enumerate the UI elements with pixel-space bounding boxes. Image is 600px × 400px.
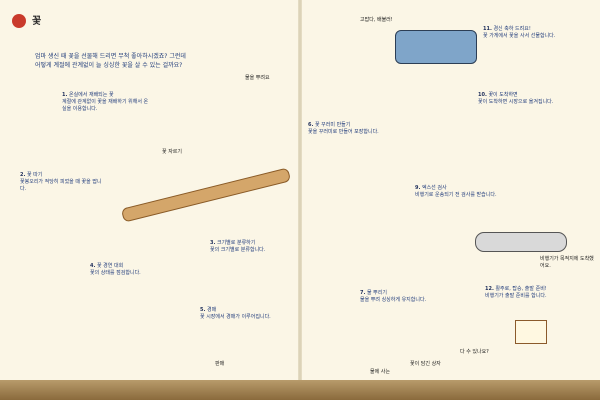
step-number: 2. (20, 172, 26, 178)
step-text: 꽃의 크기별로 분류합니다. (210, 247, 266, 253)
flower-box (515, 320, 547, 344)
step-text: 비행기가 출발 준비를 합니다. (485, 293, 547, 299)
step-label: 크기별로 분류하기 (216, 240, 256, 246)
boxes-label: 꽃이 담긴 상자 (410, 361, 441, 367)
step-label: 경매 (206, 307, 217, 313)
step-label: 꽃이 도착하면 (488, 92, 518, 98)
airplane-note: 비행기가 목적지에 도착했어요. (540, 256, 594, 269)
ground-label: 물에 사는 (370, 369, 390, 375)
step-text: 꽃을 꾸러미로 만들어 포장합니다. (308, 129, 379, 135)
step-number: 5. (200, 307, 206, 313)
hurry-label: 고맙다, 배불러! (360, 17, 393, 23)
step-text: 계절에 관계없이 꽃을 재배하기 위해서 온실을 이용합니다. (62, 99, 149, 112)
cut-label: 꽃 자르기 (162, 149, 182, 155)
step-number: 7. (360, 290, 366, 296)
step-6: 6. 꽃 꾸러미 만들기 꽃을 꾸러미로 만들어 포장합니다. (308, 122, 393, 136)
step-label: 경신 축하 드려요! (493, 26, 531, 32)
step-label: 엑스선 검사 (421, 185, 447, 191)
step-number: 1. (62, 92, 68, 98)
book-gutter (298, 0, 302, 400)
step-11: 11. 경신 축하 드려요! 꽃 가게에서 꽃을 사서 선물합니다. (483, 26, 573, 40)
ground-strip (0, 380, 600, 400)
step-number: 3. (210, 240, 216, 246)
water-label: 물을 뿌려요 (245, 75, 270, 81)
left-page: 꽃 엄마 생신 때 꽃을 선물해 드리면 무척 좋아하시겠죠? 그런데 어떻게 … (10, 14, 295, 395)
step-number: 9. (415, 185, 421, 191)
carry-label: 다 수 있나요? (460, 349, 489, 355)
airplane (475, 232, 567, 252)
step-label: 꽃 따기 (26, 172, 43, 178)
step-text: 꽃봉오리가 적당히 피었을 때 꽃을 땁니다. (20, 179, 102, 192)
step-4: 4. 꽃 경연 대회 꽃의 상태를 점검합니다. (90, 263, 180, 277)
step-label: 활주로, 탑승, 출발 준비! (495, 286, 547, 292)
step-text: 물을 뿌려 싱싱하게 유지합니다. (360, 297, 427, 303)
step-12: 12. 활주로, 탑승, 출발 준비! 비행기가 출발 준비를 합니다. (485, 286, 575, 300)
step-2: 2. 꽃 따기 꽃봉오리가 적당히 피었을 때 꽃을 땁니다. (20, 172, 105, 193)
step-1: 1. 온실에서 재배되는 꽃 계절에 관계없이 꽃을 재배하기 위해서 온실을 … (62, 92, 152, 113)
delivery-truck (395, 30, 477, 64)
page-title: 꽃 (32, 16, 42, 27)
step-label: 꽃 경연 대회 (96, 263, 124, 269)
sell-label: 판매 (215, 361, 225, 367)
step-number: 6. (308, 122, 314, 128)
step-number: 4. (90, 263, 96, 269)
step-5: 5. 경매 꽃 시장에서 경매가 이루어집니다. (200, 307, 290, 321)
step-10: 10. 꽃이 도착하면 꽃이 도착하면 시장으로 옮겨집니다. (478, 92, 563, 106)
step-text: 비행기로 운송되기 전 검사를 받습니다. (415, 192, 497, 198)
step-7: 7. 물 뿌리기 물을 뿌려 싱싱하게 유지합니다. (360, 290, 445, 304)
step-label: 온실에서 재배되는 꽃 (68, 92, 114, 98)
conveyor-belt (120, 167, 292, 223)
step-label: 꽃 꾸러미 만들기 (314, 122, 351, 128)
step-9: 9. 엑스선 검사 비행기로 운송되기 전 검사를 받습니다. (415, 185, 500, 199)
flower-icon (12, 14, 26, 28)
step-text: 꽃 가게에서 꽃을 사서 선물합니다. (483, 33, 556, 39)
step-3: 3. 크기별로 분류하기 꽃의 크기별로 분류합니다. (210, 240, 295, 254)
step-text: 꽃이 도착하면 시장으로 옮겨집니다. (478, 99, 554, 105)
right-page: 고맙다, 배불러! 11. 경신 축하 드려요! 꽃 가게에서 꽃을 사서 선물… (300, 0, 600, 400)
step-number: 11. (483, 26, 492, 32)
step-text: 꽃의 상태를 점검합니다. (90, 270, 141, 276)
step-number: 10. (478, 92, 487, 98)
step-label: 물 뿌리기 (366, 290, 387, 296)
step-number: 12. (485, 286, 494, 292)
step-text: 꽃 시장에서 경매가 이루어집니다. (200, 314, 271, 320)
intro-text: 엄마 생신 때 꽃을 선물해 드리면 무척 좋아하시겠죠? 그런데 어떻게 계절… (35, 53, 186, 69)
